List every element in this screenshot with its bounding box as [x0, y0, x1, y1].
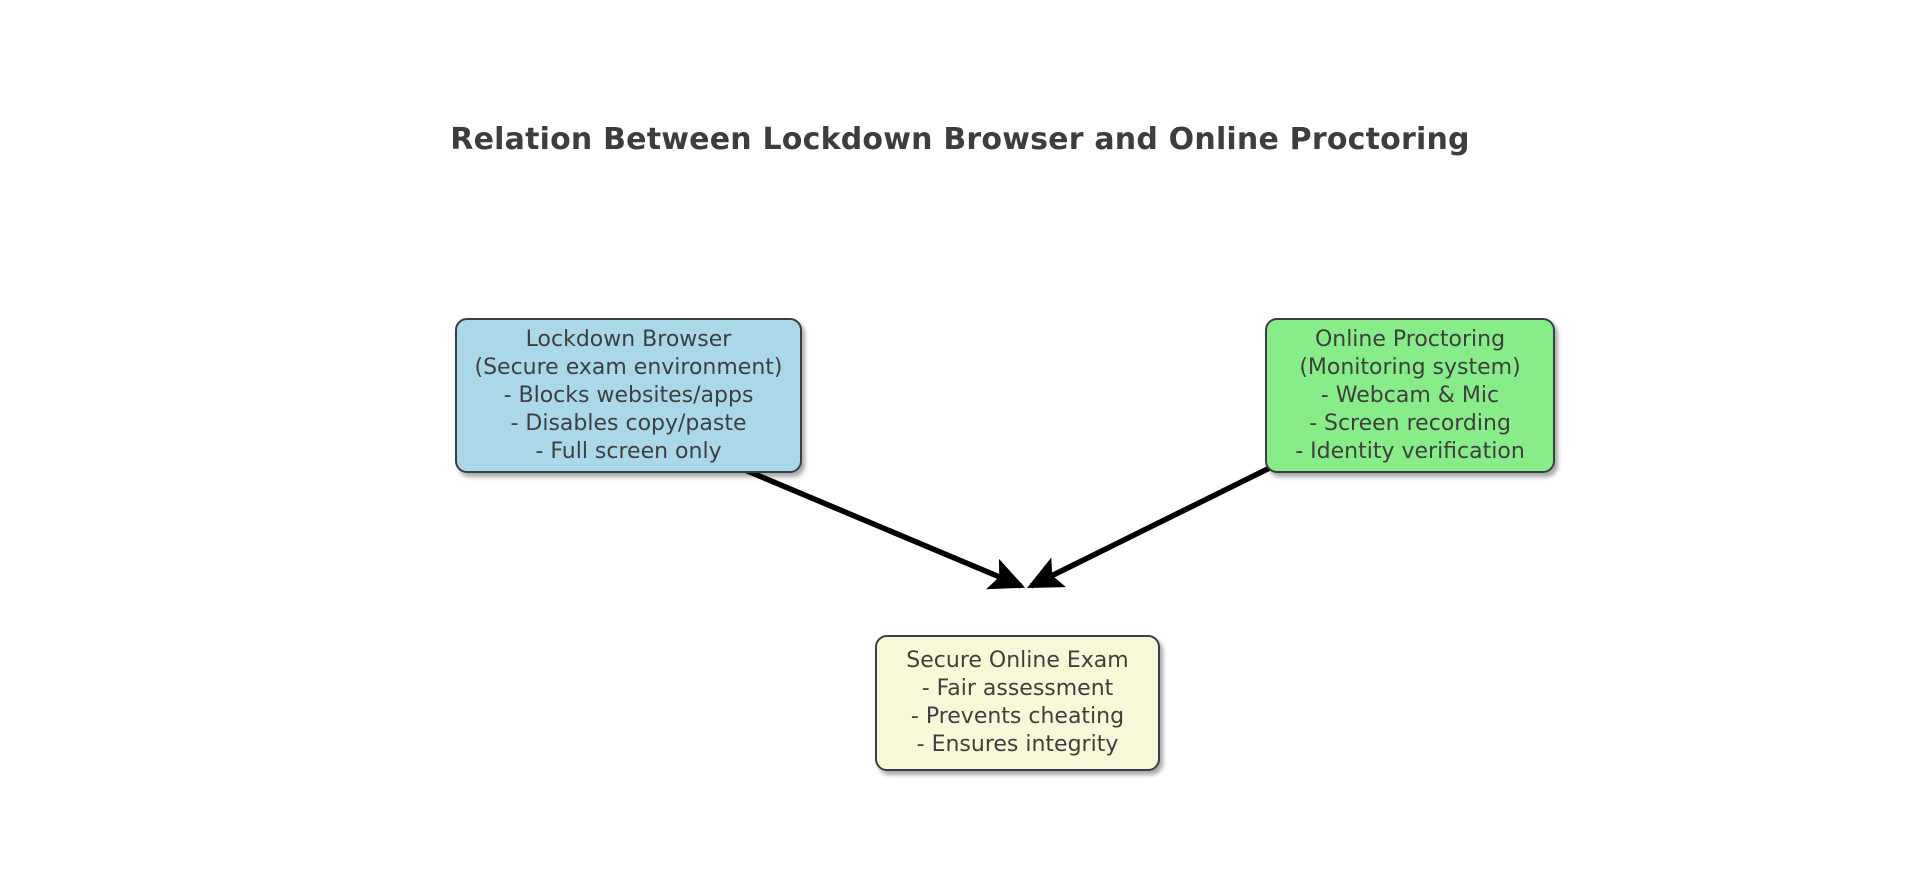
node-lockdown-browser[interactable]: Lockdown Browser (Secure exam environmen…: [455, 318, 802, 473]
node-proctoring-line-2: (Monitoring system): [1299, 354, 1521, 380]
node-lockdown-line-4: - Disables copy/paste: [510, 410, 747, 436]
node-lockdown-line-5: - Full screen only: [535, 438, 722, 464]
node-lockdown-line-1: Lockdown Browser: [525, 326, 732, 352]
node-proctoring-line-5: - Identity verification: [1295, 438, 1525, 464]
node-exam-line-2: - Fair assessment: [921, 676, 1114, 701]
node-online-proctoring[interactable]: Online Proctoring (Monitoring system) - …: [1265, 318, 1555, 473]
node-exam-line-3: - Prevents cheating: [910, 704, 1125, 729]
node-proctoring-line-4: - Screen recording: [1309, 410, 1511, 436]
node-exam-line-1: Secure Online Exam: [906, 648, 1129, 673]
node-proctoring-line-1: Online Proctoring: [1314, 326, 1506, 352]
node-lockdown-line-2: (Secure exam environment): [474, 354, 783, 380]
node-secure-online-exam[interactable]: Secure Online Exam - Fair assessment - P…: [875, 635, 1160, 771]
node-lockdown-line-3: - Blocks websites/apps: [503, 382, 754, 408]
node-proctoring-line-3: - Webcam & Mic: [1320, 382, 1500, 408]
node-exam-line-4: - Ensures integrity: [916, 732, 1119, 757]
diagram-title: Relation Between Lockdown Browser and On…: [450, 122, 1470, 157]
